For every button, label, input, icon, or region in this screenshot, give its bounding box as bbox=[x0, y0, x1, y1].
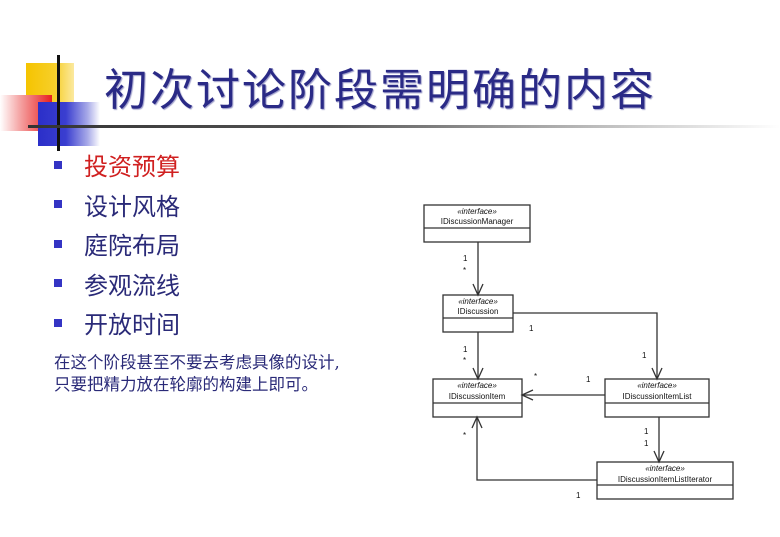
bullet-text: 设计风格 bbox=[84, 192, 180, 221]
multiplicity-label: 1 bbox=[644, 439, 649, 448]
multiplicity-label: 1 bbox=[644, 427, 649, 436]
class-stereotype: «interface» bbox=[637, 381, 677, 390]
class-name: IDiscussionItemListIterator bbox=[618, 475, 713, 484]
multiplicity-label: 1 bbox=[463, 345, 468, 354]
bullet-text: 庭院布局 bbox=[84, 232, 180, 261]
arrowhead-icon bbox=[472, 283, 484, 297]
class-stereotype: «interface» bbox=[457, 381, 497, 390]
multiplicity-label: 1 bbox=[463, 254, 468, 263]
class-name: IDiscussion bbox=[458, 307, 499, 316]
multiplicity-label: * bbox=[534, 372, 537, 381]
bullet-item: 参观流线 bbox=[54, 264, 180, 304]
class-stereotype: «interface» bbox=[458, 297, 498, 306]
note-line: 在这个阶段甚至不要去考虑具像的设计, bbox=[54, 353, 340, 372]
class-stereotype: «interface» bbox=[645, 464, 685, 473]
association-line bbox=[476, 417, 597, 481]
class-name: IDiscussionManager bbox=[441, 217, 514, 226]
bullet-square-icon bbox=[54, 239, 62, 248]
multiplicity-label: * bbox=[463, 356, 466, 365]
class-name: IDiscussionItem bbox=[449, 392, 506, 401]
arrowhead-icon bbox=[472, 367, 484, 381]
multiplicity-label: 1 bbox=[642, 351, 647, 360]
multiplicity-label: 1 bbox=[586, 375, 591, 384]
class-name: IDiscussionItemList bbox=[623, 392, 693, 401]
decor-blue-square bbox=[38, 102, 100, 146]
bullet-text: 参观流线 bbox=[84, 271, 180, 300]
class-stereotype: «interface» bbox=[457, 207, 497, 216]
bullet-square-icon bbox=[54, 318, 62, 327]
arrowhead-icon bbox=[653, 450, 665, 464]
multiplicity-label: * bbox=[463, 266, 466, 275]
slide-title: 初次讨论阶段需明确的内容 bbox=[104, 65, 656, 116]
bullet-list: 投资预算 设计风格 庭院布局 参观流线 开放时间 bbox=[54, 145, 180, 343]
title-underline bbox=[28, 125, 780, 128]
multiplicity-label: 1 bbox=[529, 324, 534, 333]
multiplicity-label: 1 bbox=[576, 491, 581, 500]
decor-vertical-line bbox=[57, 55, 60, 151]
class-box-manager bbox=[423, 204, 531, 243]
arrowhead-icon bbox=[651, 367, 663, 381]
note-line: 只要把精力放在轮廓的构建上即可。 bbox=[54, 375, 318, 394]
bullet-square-icon bbox=[54, 200, 62, 209]
bullet-item: 投资预算 bbox=[54, 145, 180, 185]
bullet-item: 设计风格 bbox=[54, 185, 180, 225]
bullet-square-icon bbox=[54, 160, 62, 169]
bullet-square-icon bbox=[54, 279, 62, 288]
bullet-text: 开放时间 bbox=[84, 311, 180, 340]
arrowhead-icon bbox=[520, 389, 534, 401]
bullet-text-highlighted: 投资预算 bbox=[84, 153, 180, 182]
bullet-item: 开放时间 bbox=[54, 303, 180, 343]
bullet-item: 庭院布局 bbox=[54, 224, 180, 264]
association-line bbox=[513, 312, 658, 379]
multiplicity-label: * bbox=[463, 431, 466, 440]
note-paragraph: 在这个阶段甚至不要去考虑具像的设计, 只要把精力放在轮廓的构建上即可。 bbox=[54, 352, 340, 396]
arrowhead-icon bbox=[471, 415, 483, 429]
